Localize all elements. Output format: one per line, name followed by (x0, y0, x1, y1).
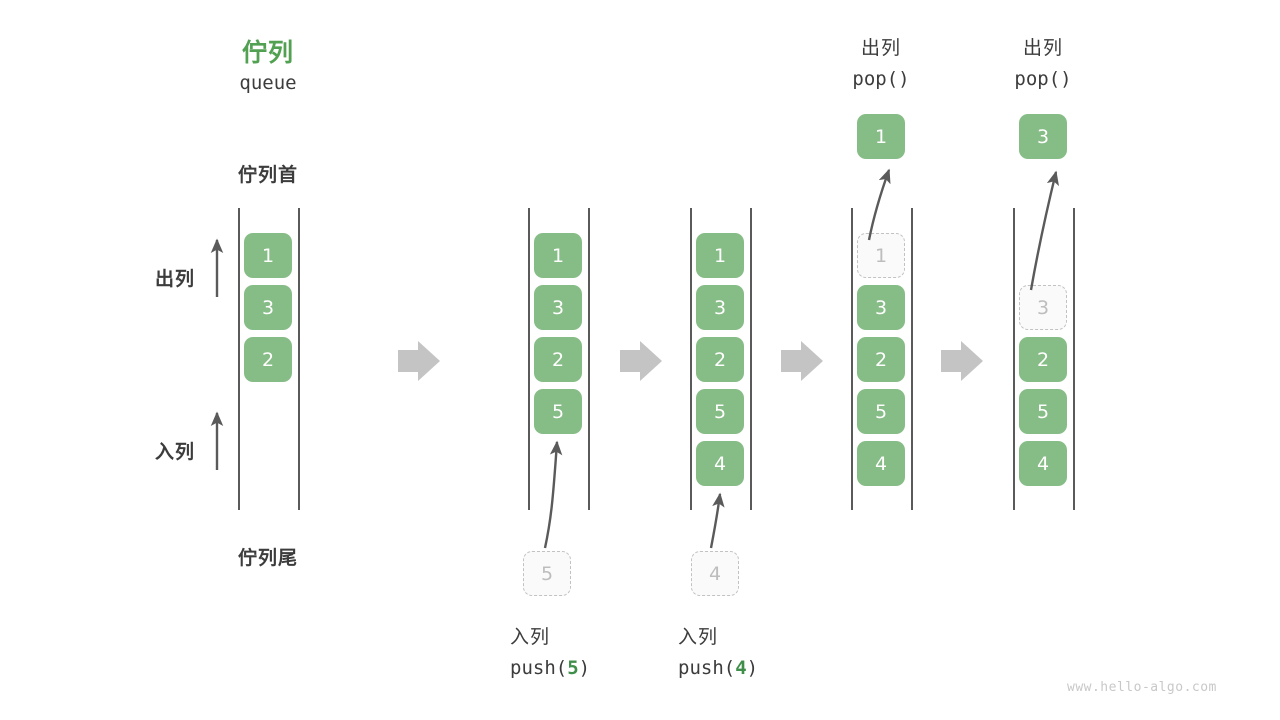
caption-cn-pop-1: 出列 (860, 37, 901, 59)
queue-cell-initial-queue-1: 3 (244, 285, 292, 330)
queue-rail-right-1 (298, 208, 300, 510)
caption-code-push-4: push(4) (678, 657, 758, 679)
queue-rail-right-3 (750, 208, 752, 510)
queue-rail-left-1 (238, 208, 240, 510)
queue-cell-pop-1-0: 1 (857, 233, 905, 278)
queue-cell-pop-3-1: 3 (1019, 285, 1067, 330)
queue-rail-left-5 (1013, 208, 1015, 510)
push-4-arrow (709, 492, 725, 549)
popped-value-3: 3 (1019, 114, 1067, 159)
caption-code-prefix-push-5: push( (510, 657, 568, 679)
enqueue-direction-label: 入列 (154, 441, 195, 463)
step-arrow-4 (941, 341, 983, 381)
queue-cell-initial-queue-0: 1 (244, 233, 292, 278)
incoming-ghost-4: 4 (691, 551, 739, 596)
queue-cell-initial-queue-2: 2 (244, 337, 292, 382)
caption-code-suffix-push-5: ) (578, 657, 591, 679)
popped-cell-pop-1: 1 (857, 114, 905, 159)
caption-code-arg-push-5: 5 (567, 657, 579, 679)
queue-cell-push-4-4: 4 (696, 441, 744, 486)
caption-code-suffix-push-4: ) (746, 657, 759, 679)
incoming-cell-push-4: 4 (691, 551, 739, 596)
dequeue-direction-label: 出列 (154, 268, 195, 290)
popped-value-1: 1 (857, 114, 905, 159)
queue-cell-pop-3-3: 5 (1019, 389, 1067, 434)
pop-1-arrow (867, 168, 891, 241)
caption-cn-push-5: 入列 (510, 626, 551, 648)
queue-cell-pop-1-2: 2 (857, 337, 905, 382)
queue-rail-left-2 (528, 208, 530, 510)
caption-code-pop-3: pop() (1014, 68, 1072, 90)
queue-tail-label: 佇列尾 (237, 547, 298, 569)
queue-cell-push-5-2: 2 (534, 337, 582, 382)
queue-cell-push-4-0: 1 (696, 233, 744, 278)
queue-cell-pop-1-1: 3 (857, 285, 905, 330)
watermark: www.hello-algo.com (1067, 680, 1217, 695)
queue-rail-left-4 (851, 208, 853, 510)
caption-cn-push-4: 入列 (678, 626, 719, 648)
step-arrow-2 (620, 341, 662, 381)
queue-rail-right-5 (1073, 208, 1075, 510)
page-title-cn: 佇列 (241, 38, 294, 67)
step-arrow-1 (398, 341, 440, 381)
pop-3-arrow (1029, 170, 1060, 291)
caption-code-pop-1: pop() (852, 68, 910, 90)
queue-head-label: 佇列首 (237, 164, 298, 186)
incoming-cell-push-5: 5 (523, 551, 571, 596)
queue-cell-push-5-0: 1 (534, 233, 582, 278)
queue-cell-push-5-1: 3 (534, 285, 582, 330)
queue-cell-pop-1-3: 5 (857, 389, 905, 434)
queue-rail-left-3 (690, 208, 692, 510)
caption-code-prefix-push-4: push( (678, 657, 736, 679)
step-arrow-3 (781, 341, 823, 381)
caption-cn-pop-3: 出列 (1022, 37, 1063, 59)
queue-cell-push-5-3: 5 (534, 389, 582, 434)
popped-cell-pop-3: 3 (1019, 114, 1067, 159)
caption-code-arg-push-4: 4 (735, 657, 747, 679)
queue-cell-push-4-1: 3 (696, 285, 744, 330)
queue-rail-right-4 (911, 208, 913, 510)
incoming-ghost-5: 5 (523, 551, 571, 596)
queue-cell-pop-3-2: 2 (1019, 337, 1067, 382)
page-title-en: queue (239, 72, 297, 94)
queue-cell-push-4-3: 5 (696, 389, 744, 434)
push-5-arrow (543, 440, 563, 549)
queue-cell-push-4-2: 2 (696, 337, 744, 382)
queue-cell-pop-1-4: 4 (857, 441, 905, 486)
queue-rail-right-2 (588, 208, 590, 510)
queue-cell-pop-3-4: 4 (1019, 441, 1067, 486)
caption-code-push-5: push(5) (510, 657, 590, 679)
